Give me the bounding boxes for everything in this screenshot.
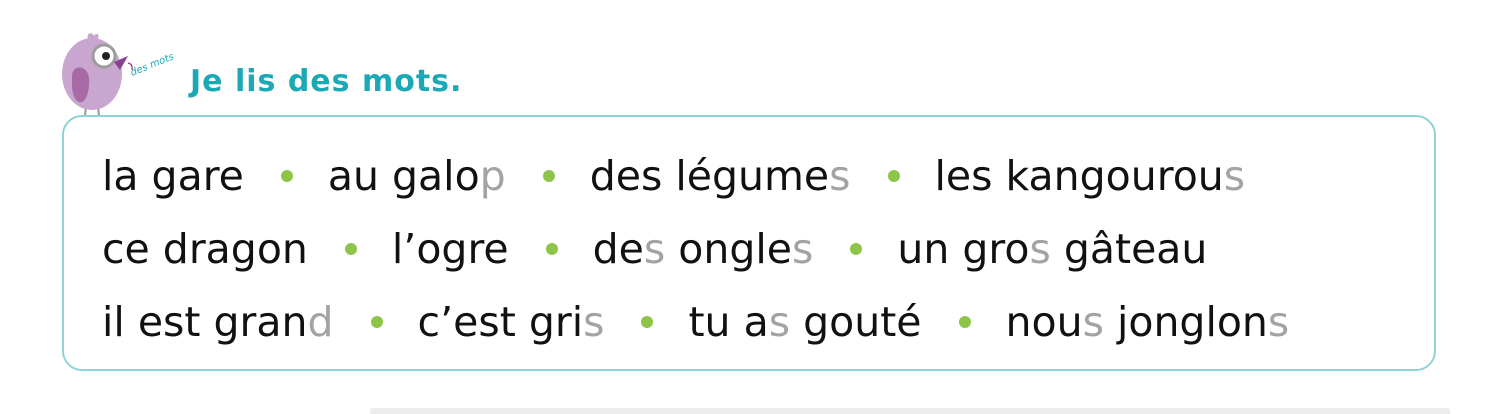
bird-mascot-icon: des mots bbox=[62, 33, 176, 117]
word-phrase: c’est gris bbox=[418, 298, 605, 346]
silent-letter: s bbox=[792, 225, 814, 273]
phrase-text: un gro bbox=[897, 225, 1030, 273]
phrase-text: nou bbox=[1005, 298, 1083, 346]
phrase-text: il est gran bbox=[102, 298, 308, 346]
green-dot-icon bbox=[344, 243, 357, 255]
green-dot-icon bbox=[958, 316, 971, 328]
phrase-text: l’ogre bbox=[391, 225, 509, 273]
green-dot-icon bbox=[545, 243, 558, 255]
silent-letter: d bbox=[307, 298, 334, 346]
phrase-text: jonglon bbox=[1103, 298, 1268, 346]
green-dot-icon bbox=[280, 170, 293, 182]
silent-letter: s bbox=[768, 298, 791, 346]
next-section-edge bbox=[370, 408, 1450, 414]
phrase-text: au galo bbox=[327, 152, 480, 200]
word-phrase: l’ogre bbox=[392, 225, 509, 273]
word-phrase: tu as gouté bbox=[688, 298, 921, 346]
silent-letter: s bbox=[583, 298, 605, 346]
silent-letter: s bbox=[643, 225, 666, 273]
word-phrase: nous jonglons bbox=[1006, 298, 1290, 346]
phrase-text: gouté bbox=[790, 298, 922, 346]
word-phrase: ce dragon bbox=[102, 225, 308, 273]
phrase-text: gâteau bbox=[1050, 225, 1208, 273]
word-phrase: des légumes bbox=[590, 152, 851, 200]
silent-letter: s bbox=[1267, 298, 1290, 346]
page-title: Je lis des mots. bbox=[190, 64, 463, 99]
phrase-text: de bbox=[592, 225, 644, 273]
badge-label: des mots bbox=[129, 51, 176, 78]
silent-letter: s bbox=[1082, 298, 1104, 346]
silent-letter: s bbox=[1223, 152, 1246, 200]
phrase-text: des légume bbox=[589, 152, 830, 200]
silent-letter: p bbox=[479, 152, 506, 200]
green-dot-icon bbox=[542, 170, 555, 182]
phrase-text: c’est gri bbox=[417, 298, 584, 346]
phrase-text: ongle bbox=[665, 225, 792, 273]
green-dot-icon bbox=[850, 243, 863, 255]
silent-letter: s bbox=[1029, 225, 1051, 273]
word-phrase: les kangourous bbox=[935, 152, 1246, 200]
word-phrase: des ongles bbox=[593, 225, 814, 273]
green-dot-icon bbox=[641, 316, 654, 328]
phrase-text: la gare bbox=[102, 152, 244, 200]
green-dot-icon bbox=[887, 170, 900, 182]
word-phrase: au galop bbox=[328, 152, 506, 200]
green-dot-icon bbox=[370, 316, 383, 328]
phrase-text: les kangourou bbox=[934, 152, 1224, 200]
word-phrase: un gros gâteau bbox=[897, 225, 1207, 273]
phrase-text: ce dragon bbox=[102, 225, 308, 273]
silent-letter: s bbox=[829, 152, 851, 200]
word-phrase: il est grand bbox=[102, 298, 334, 346]
phrase-text: tu a bbox=[688, 298, 769, 346]
word-phrase: la gare bbox=[102, 152, 244, 200]
